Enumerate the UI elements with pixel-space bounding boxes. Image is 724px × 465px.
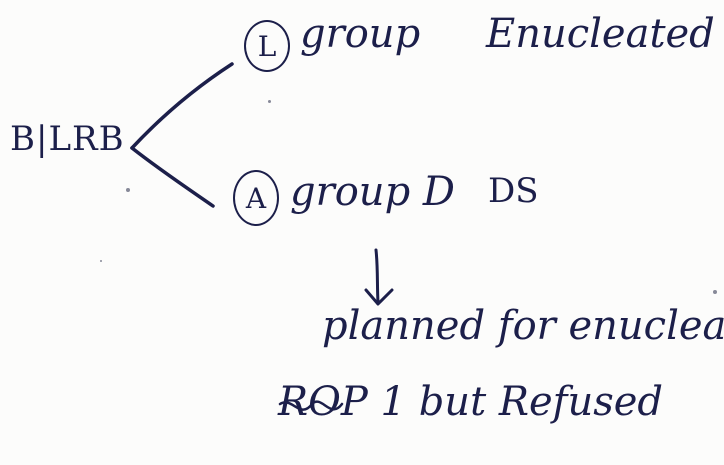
speck — [126, 188, 130, 192]
top-branch-group-text: group — [300, 11, 421, 57]
marker-circle-l: L — [244, 20, 290, 72]
bottom-branch-status-text: DS — [488, 171, 539, 211]
branch-line-bottom — [130, 146, 215, 208]
root-label: B|LRB — [10, 119, 125, 159]
planned-text: planned for enucleation — [322, 303, 724, 349]
refused-text: ROP 1 but Refused — [278, 379, 664, 425]
bottom-branch-group-text: group D — [290, 169, 455, 215]
scratched-out-word — [278, 400, 344, 411]
speck — [713, 290, 717, 294]
down-arrow-head — [364, 288, 394, 306]
speck — [100, 260, 102, 262]
marker-circle-a: A — [233, 170, 279, 226]
marker-l-label: L — [257, 29, 277, 63]
marker-a-label: A — [245, 181, 267, 215]
down-arrow-shaft — [374, 248, 380, 304]
top-branch-state-text: Enucleated — [486, 11, 715, 57]
branch-line-top — [130, 62, 234, 150]
speck — [268, 100, 271, 103]
